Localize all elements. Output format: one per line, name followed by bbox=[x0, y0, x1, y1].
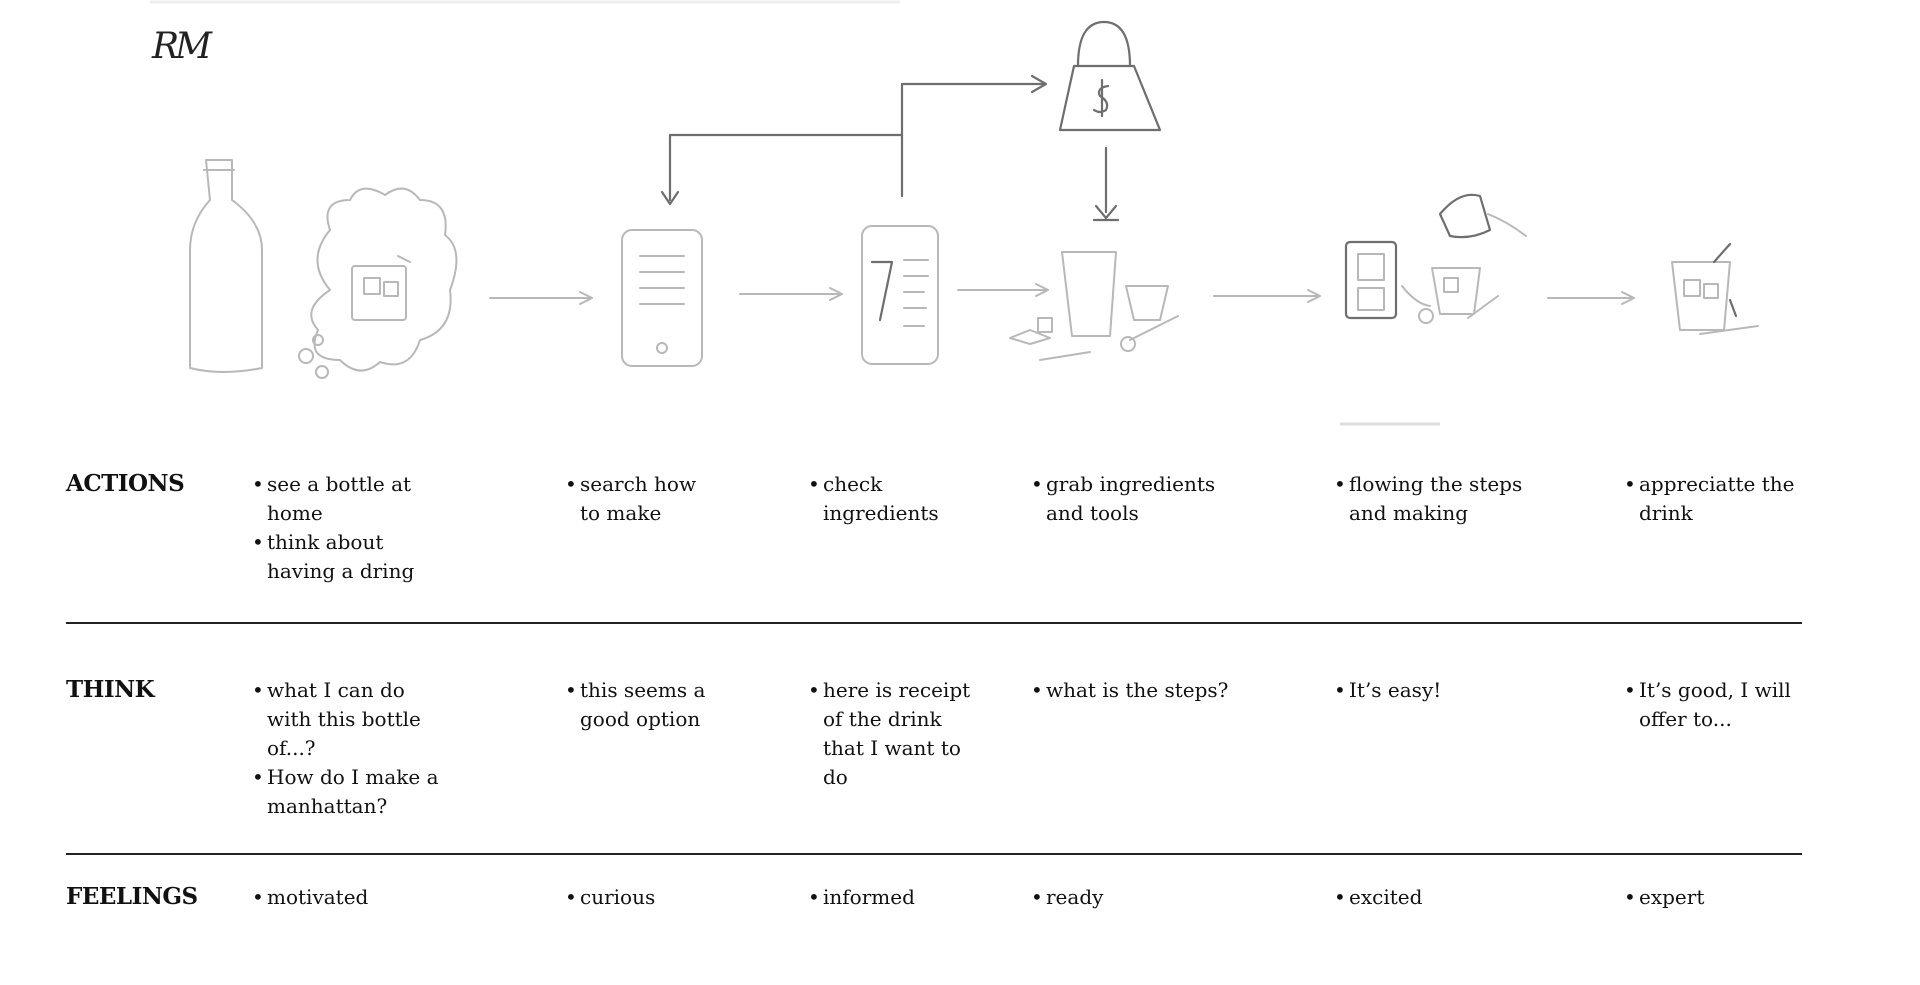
bottle-sketch bbox=[189, 159, 263, 373]
list-item: excited bbox=[1334, 883, 1494, 912]
list-item: curious bbox=[565, 883, 725, 912]
list-item: expert bbox=[1624, 883, 1784, 912]
list-item: what I can do with this bottle of...? bbox=[252, 676, 442, 763]
storyboard-sketch bbox=[0, 0, 1920, 440]
flow-arrow bbox=[1213, 289, 1321, 303]
think-step-3: here is receipt of the drink that I want… bbox=[808, 676, 983, 792]
phone-search-sketch bbox=[621, 229, 703, 367]
think-step-6: It’s good, I will offer to... bbox=[1624, 676, 1809, 734]
actions-step-6: appreciatte the drink bbox=[1624, 470, 1809, 528]
feelings-step-5: excited bbox=[1334, 883, 1494, 912]
list-item: grab ingredients and tools bbox=[1031, 470, 1231, 528]
think-step-4: what is the steps? bbox=[1031, 676, 1271, 705]
list-item: here is receipt of the drink that I want… bbox=[808, 676, 983, 792]
flow-arrow bbox=[739, 287, 843, 301]
connector-lines bbox=[660, 74, 1048, 206]
think-step-5: It’s easy! bbox=[1334, 676, 1534, 705]
feelings-step-6: expert bbox=[1624, 883, 1784, 912]
actions-step-3: check ingredients bbox=[808, 470, 958, 528]
feelings-step-2: curious bbox=[565, 883, 725, 912]
making-drink-sketch bbox=[1344, 193, 1527, 324]
flow-arrow bbox=[489, 291, 593, 305]
list-item: see a bottle at home bbox=[252, 470, 442, 528]
feelings-step-3: informed bbox=[808, 883, 968, 912]
actions-step-4: grab ingredients and tools bbox=[1031, 470, 1231, 528]
list-item: It’s good, I will offer to... bbox=[1624, 676, 1809, 734]
list-item: this seems a good option bbox=[565, 676, 725, 734]
list-item: check ingredients bbox=[808, 470, 958, 528]
list-item: what is the steps? bbox=[1031, 676, 1271, 705]
list-item: It’s easy! bbox=[1334, 676, 1534, 705]
flow-arrow bbox=[957, 283, 1049, 297]
feelings-step-1: motivated bbox=[252, 883, 442, 912]
divider bbox=[66, 853, 1802, 855]
ingredients-tools-sketch bbox=[1009, 251, 1179, 361]
actions-step-1: see a bottle at home think about having … bbox=[252, 470, 442, 586]
think-step-1: what I can do with this bottle of...? Ho… bbox=[252, 676, 442, 821]
phone-recipe-sketch bbox=[861, 225, 939, 365]
thought-cloud-sketch bbox=[298, 187, 458, 379]
list-item: informed bbox=[808, 883, 968, 912]
list-item: motivated bbox=[252, 883, 442, 912]
row-label-think: THINK bbox=[66, 676, 155, 703]
list-item: flowing the steps and making bbox=[1334, 470, 1544, 528]
flow-arrow bbox=[1547, 291, 1635, 305]
author-initials: RM bbox=[152, 26, 212, 67]
list-item: How do I make a manhattan? bbox=[252, 763, 442, 821]
finished-drink-sketch bbox=[1671, 242, 1759, 335]
list-item: search how to make bbox=[565, 470, 715, 528]
row-label-feelings: FEELINGS bbox=[66, 883, 198, 910]
actions-step-5: flowing the steps and making bbox=[1334, 470, 1544, 528]
list-item: think about having a dring bbox=[252, 528, 442, 586]
divider bbox=[66, 622, 1802, 624]
row-label-actions: ACTIONS bbox=[66, 470, 185, 497]
price-bag-sketch bbox=[1058, 20, 1162, 222]
list-item: ready bbox=[1031, 883, 1191, 912]
list-item: appreciatte the drink bbox=[1624, 470, 1809, 528]
think-step-2: this seems a good option bbox=[565, 676, 725, 734]
feelings-step-4: ready bbox=[1031, 883, 1191, 912]
actions-step-2: search how to make bbox=[565, 470, 715, 528]
